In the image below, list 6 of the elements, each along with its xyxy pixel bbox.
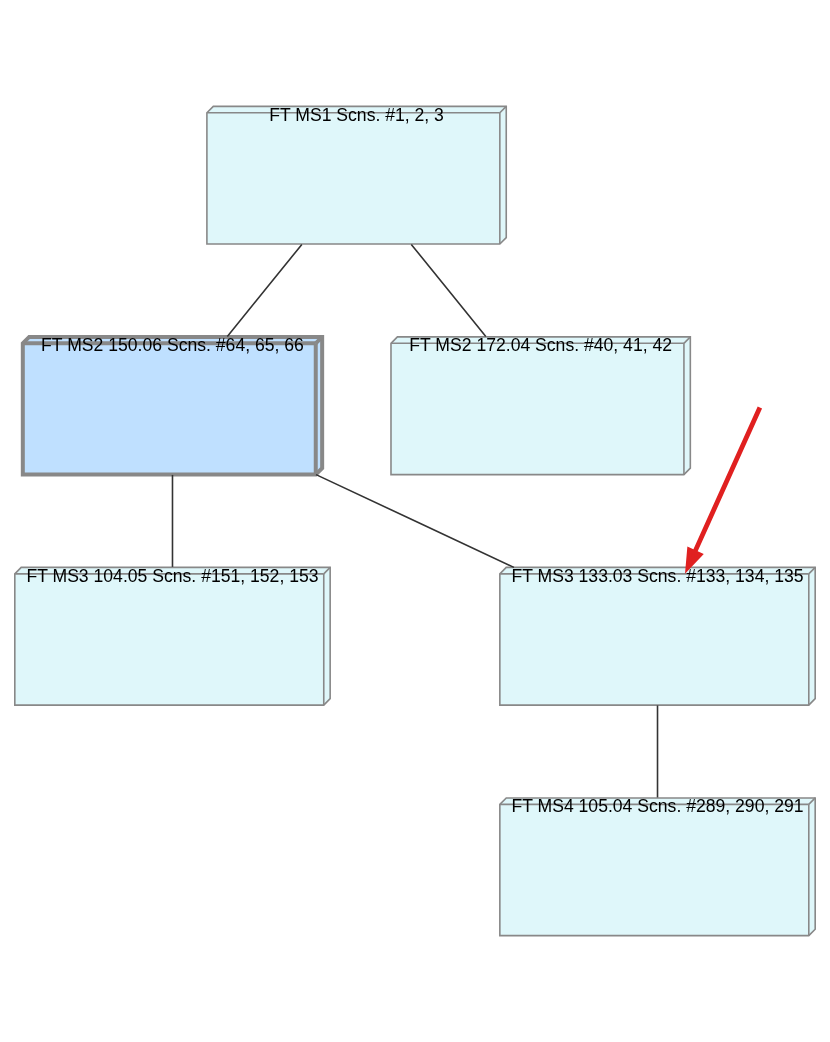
connector (171, 474, 174, 568)
arrow (685, 406, 763, 574)
connector (315, 473, 515, 569)
connector (656, 704, 659, 799)
connector (410, 243, 487, 338)
connector (226, 243, 303, 338)
